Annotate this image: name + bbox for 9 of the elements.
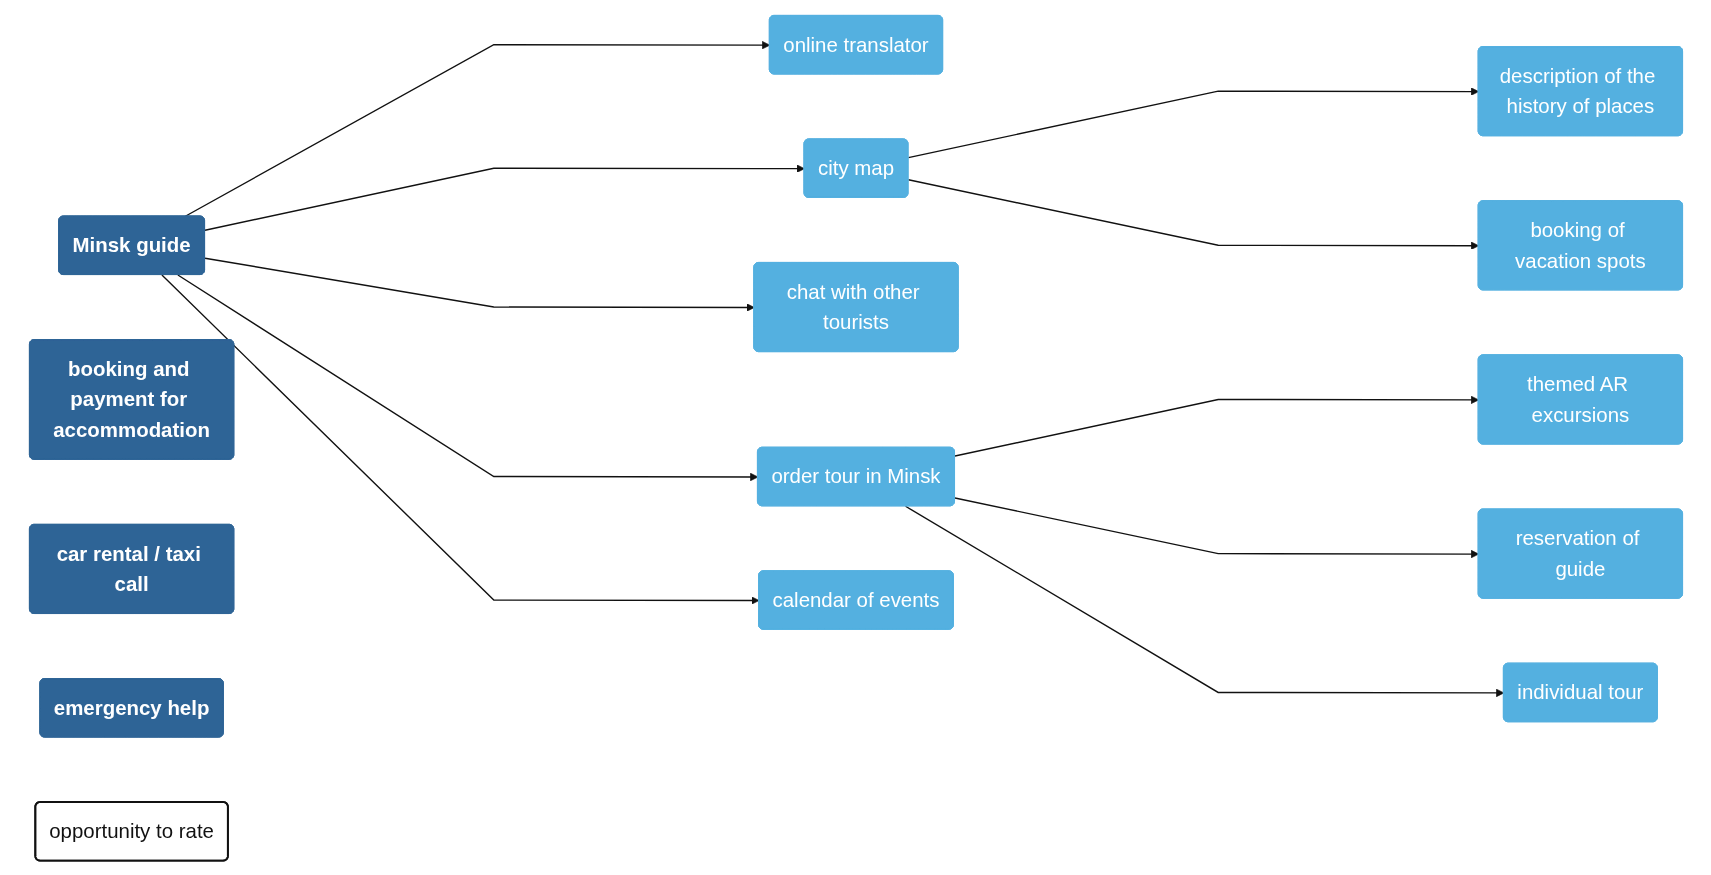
arrow <box>904 505 1504 697</box>
arrow <box>953 395 1479 457</box>
arrow <box>907 178 1479 250</box>
arrow <box>160 273 759 605</box>
arrow <box>176 273 758 481</box>
arrow <box>203 164 805 231</box>
arrow <box>953 496 1479 558</box>
arrow <box>907 87 1479 158</box>
arrow <box>203 257 755 312</box>
